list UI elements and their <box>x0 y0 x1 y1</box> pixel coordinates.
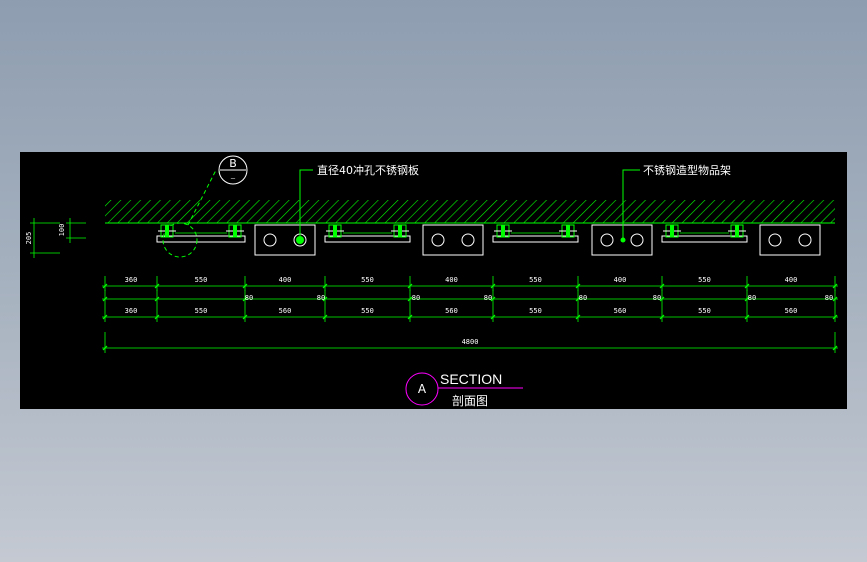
shelf-unit <box>324 224 411 243</box>
hole <box>461 233 475 247</box>
vertical-dim-205: 205 <box>25 232 33 245</box>
dimension-row-2: 360 550 560 550 560 550 560 550 560 80 80 80 80 80 80 8… <box>102 290 838 322</box>
dimension-label: 560 <box>785 307 798 315</box>
shelf-elements <box>156 224 821 256</box>
hole <box>798 233 812 247</box>
dimension-label: 560 <box>445 307 458 315</box>
hole <box>768 233 782 247</box>
dimension-label: 550 <box>195 307 208 315</box>
dimension-label-80: 80 <box>412 294 420 302</box>
section-drawing: B — 直径40冲孔不锈钢板 不锈钢造型物品架 205 100 360 550 40… <box>25 155 838 408</box>
dimension-label: 400 <box>445 276 458 284</box>
section-callout-letter: A <box>418 382 427 396</box>
shelf-unit <box>492 224 579 243</box>
section-title-block: A SECTION 剖面图 <box>405 371 523 408</box>
dimension-label: 550 <box>361 276 374 284</box>
dimension-label-80: 80 <box>748 294 756 302</box>
dimension-label: 360 <box>125 276 138 284</box>
annotation-shelf: 不锈钢造型物品架 <box>620 163 731 243</box>
dimension-label: 360 <box>125 307 138 315</box>
detail-callout-dash: — <box>231 174 236 182</box>
dimension-label-80: 80 <box>579 294 587 302</box>
dimension-label: 550 <box>698 276 711 284</box>
perforated-box <box>422 224 484 256</box>
dimension-label: 560 <box>279 307 292 315</box>
dimension-label: 400 <box>279 276 292 284</box>
dimension-total: 4800 <box>102 332 838 353</box>
dimension-label-80: 80 <box>317 294 325 302</box>
dimension-label: 550 <box>698 307 711 315</box>
dimension-label: 550 <box>195 276 208 284</box>
dimension-label: 560 <box>614 307 627 315</box>
dimension-label: 400 <box>614 276 627 284</box>
annotation-right-text: 不锈钢造型物品架 <box>643 163 731 177</box>
dimension-label-80: 80 <box>825 294 833 302</box>
section-title: SECTION <box>440 371 502 387</box>
perforated-box <box>759 224 821 256</box>
dimension-label: 550 <box>529 276 542 284</box>
dimension-label: 400 <box>785 276 798 284</box>
drawing-canvas: B — 直径40冲孔不锈钢板 不锈钢造型物品架 205 100 360 550 40… <box>20 152 847 409</box>
dimension-label: 550 <box>361 307 374 315</box>
shelf-unit <box>661 224 748 243</box>
hole <box>630 233 644 247</box>
hole <box>600 233 614 247</box>
hole <box>263 233 277 247</box>
dimension-label: 550 <box>529 307 542 315</box>
section-subtitle: 剖面图 <box>452 394 488 408</box>
annotation-left-text: 直径40冲孔不锈钢板 <box>317 163 419 177</box>
dimension-label-80: 80 <box>484 294 492 302</box>
hole <box>431 233 445 247</box>
detail-callout-letter: B <box>229 157 237 170</box>
annotation-perforated-plate: 直径40冲孔不锈钢板 <box>296 163 419 244</box>
dimension-row-1: 360 550 400 550 400 550 400 550 400 <box>102 276 838 291</box>
horizontal-dimensions: 360 550 400 550 400 550 400 550 400 360 550 560 550 5… <box>102 276 838 353</box>
hatched-slab <box>105 200 835 223</box>
perforated-box <box>254 224 316 256</box>
shelf-unit <box>156 224 246 243</box>
perforated-box <box>591 224 653 256</box>
vertical-dim-100: 100 <box>58 224 66 237</box>
dimension-label-80: 80 <box>653 294 661 302</box>
dimension-label-80: 80 <box>245 294 253 302</box>
detail-callout-b: B — <box>162 155 248 258</box>
vertical-dimensions: 205 100 <box>25 218 86 258</box>
dimension-total-label: 4800 <box>462 338 479 346</box>
